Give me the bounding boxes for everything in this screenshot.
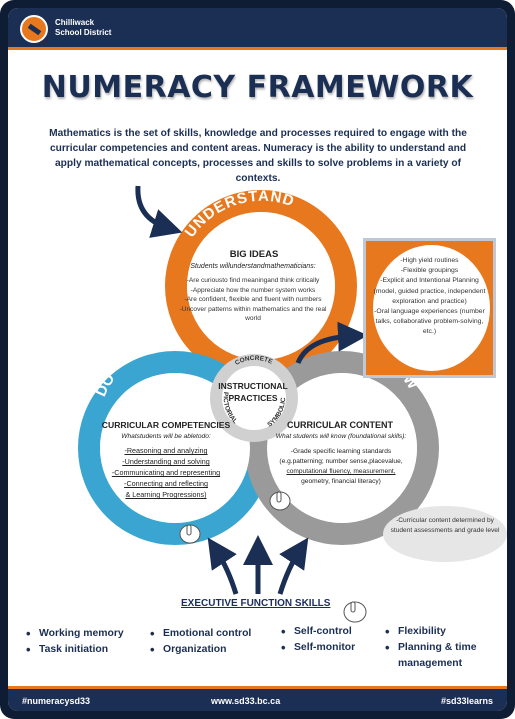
list-item: -Understanding and solving — [122, 457, 210, 466]
list-item: -Reasoning and analyzing — [124, 446, 208, 455]
arrow-icon — [207, 537, 239, 595]
list-item: Planning & time management — [385, 640, 500, 672]
list-item: (e.g.patterning; number sense,placevalue… — [279, 458, 403, 465]
top-bar: Chilliwack School District — [8, 8, 507, 50]
hand-pointer-icon — [269, 491, 291, 511]
list-item: -Explicit and Intentional Planning (mode… — [373, 277, 486, 305]
list-item: Task initiation — [26, 642, 124, 658]
framework-diagram: UNDERSTAND DO KNOW CONCRETE PICTORIAL SY… — [8, 8, 507, 711]
instructional-practices-heading: INSTRUCTIONAL PRACTICES — [218, 381, 288, 403]
curricular-competencies-subheading: Whatstudents will be abletodo: — [121, 433, 211, 440]
list-item: & Learning Progressions) — [125, 490, 207, 499]
hand-pointer-icon — [179, 524, 201, 544]
list-item: Emotional control — [150, 626, 251, 642]
list-item: computational fluency, measurement, — [286, 468, 396, 475]
list-item: -High yield routines — [400, 257, 459, 264]
big-ideas-list: -Are curiousto find meaningand think cri… — [178, 276, 328, 324]
list-item: Working memory — [26, 626, 124, 642]
list-item: Self-monitor — [281, 640, 355, 656]
intro-text: Mathematics is the set of skills, knowle… — [49, 128, 467, 184]
big-ideas-heading: BIG IDEAS — [229, 249, 279, 260]
list-item: geometry, financial literacy) — [301, 478, 381, 485]
poster: Chilliwack School District NUMERACY FRAM… — [8, 8, 507, 711]
district-name: Chilliwack School District — [55, 18, 135, 38]
executive-function-heading: EXECUTIVE FUNCTION SKILLS — [181, 598, 331, 609]
curricular-content-list: -Grade specific learning standards (e.g.… — [268, 447, 414, 487]
arrow-icon — [277, 537, 309, 595]
arrow-icon — [295, 321, 368, 365]
list-item: -Grade specific learning standards — [290, 448, 392, 455]
list-item: Flexibility — [385, 624, 500, 640]
list-item: -Flexible groupings — [400, 267, 459, 275]
skills-column-4: Flexibility Planning & time management — [385, 624, 500, 672]
practices-list: -High yield routines -Flexible groupings… — [370, 256, 489, 338]
footer-bar: #numeracysd33 www.sd33.bc.ca #sd33learns — [8, 686, 507, 711]
practices-box — [363, 238, 496, 378]
know-ring — [245, 351, 439, 545]
list-item: -Are curiousto find meaningand think cri… — [186, 277, 320, 284]
list-item: Organization — [150, 642, 251, 658]
page-title: NUMERACY FRAMEWORK — [41, 70, 474, 105]
practices-circle — [373, 245, 490, 371]
skills-column-3: Self-control Self-monitor — [281, 624, 355, 656]
district-line-2: School District — [55, 28, 112, 37]
list-item: -Communicating and representing — [111, 468, 221, 477]
curricular-competencies-heading: CURRICULAR COMPETENCIES — [101, 420, 231, 430]
footer-website-link[interactable]: www.sd33.bc.ca — [211, 696, 281, 706]
skills-column-1: Working memory Task initiation — [26, 626, 124, 658]
arrow-icon — [135, 185, 183, 238]
curricular-content-subheading: What students will know (foundational sk… — [275, 433, 407, 440]
list-item: -Connecting and reflecting — [124, 479, 208, 488]
list-item: -Appreciate how the number system works — [190, 286, 316, 294]
list-item: -Are confident, flexible and fluent with… — [184, 296, 322, 304]
big-ideas-subheading: Students willunderstandmathematicians: — [190, 263, 316, 270]
skills-column-2: Emotional control Organization — [150, 626, 251, 658]
district-line-1: Chilliwack — [55, 18, 95, 27]
curricular-content-heading: CURRICULAR CONTENT — [287, 420, 393, 430]
curricular-competencies-list: -Reasoning and analyzing -Understanding … — [101, 445, 231, 500]
hand-pointer-icon — [343, 601, 367, 623]
know-note-text: -Curricular content determined by studen… — [390, 517, 500, 534]
logo-icon — [20, 15, 48, 43]
footer-hashtag-right: #sd33learns — [440, 696, 493, 706]
know-note-bubble — [383, 506, 507, 562]
list-item: Self-control — [281, 624, 355, 640]
list-item: -Uncover patterns within mathematics and… — [179, 305, 327, 323]
list-item: -Oral language experiences (number talks… — [374, 308, 485, 336]
footer-hashtag-left: #numeracysd33 — [22, 696, 91, 706]
